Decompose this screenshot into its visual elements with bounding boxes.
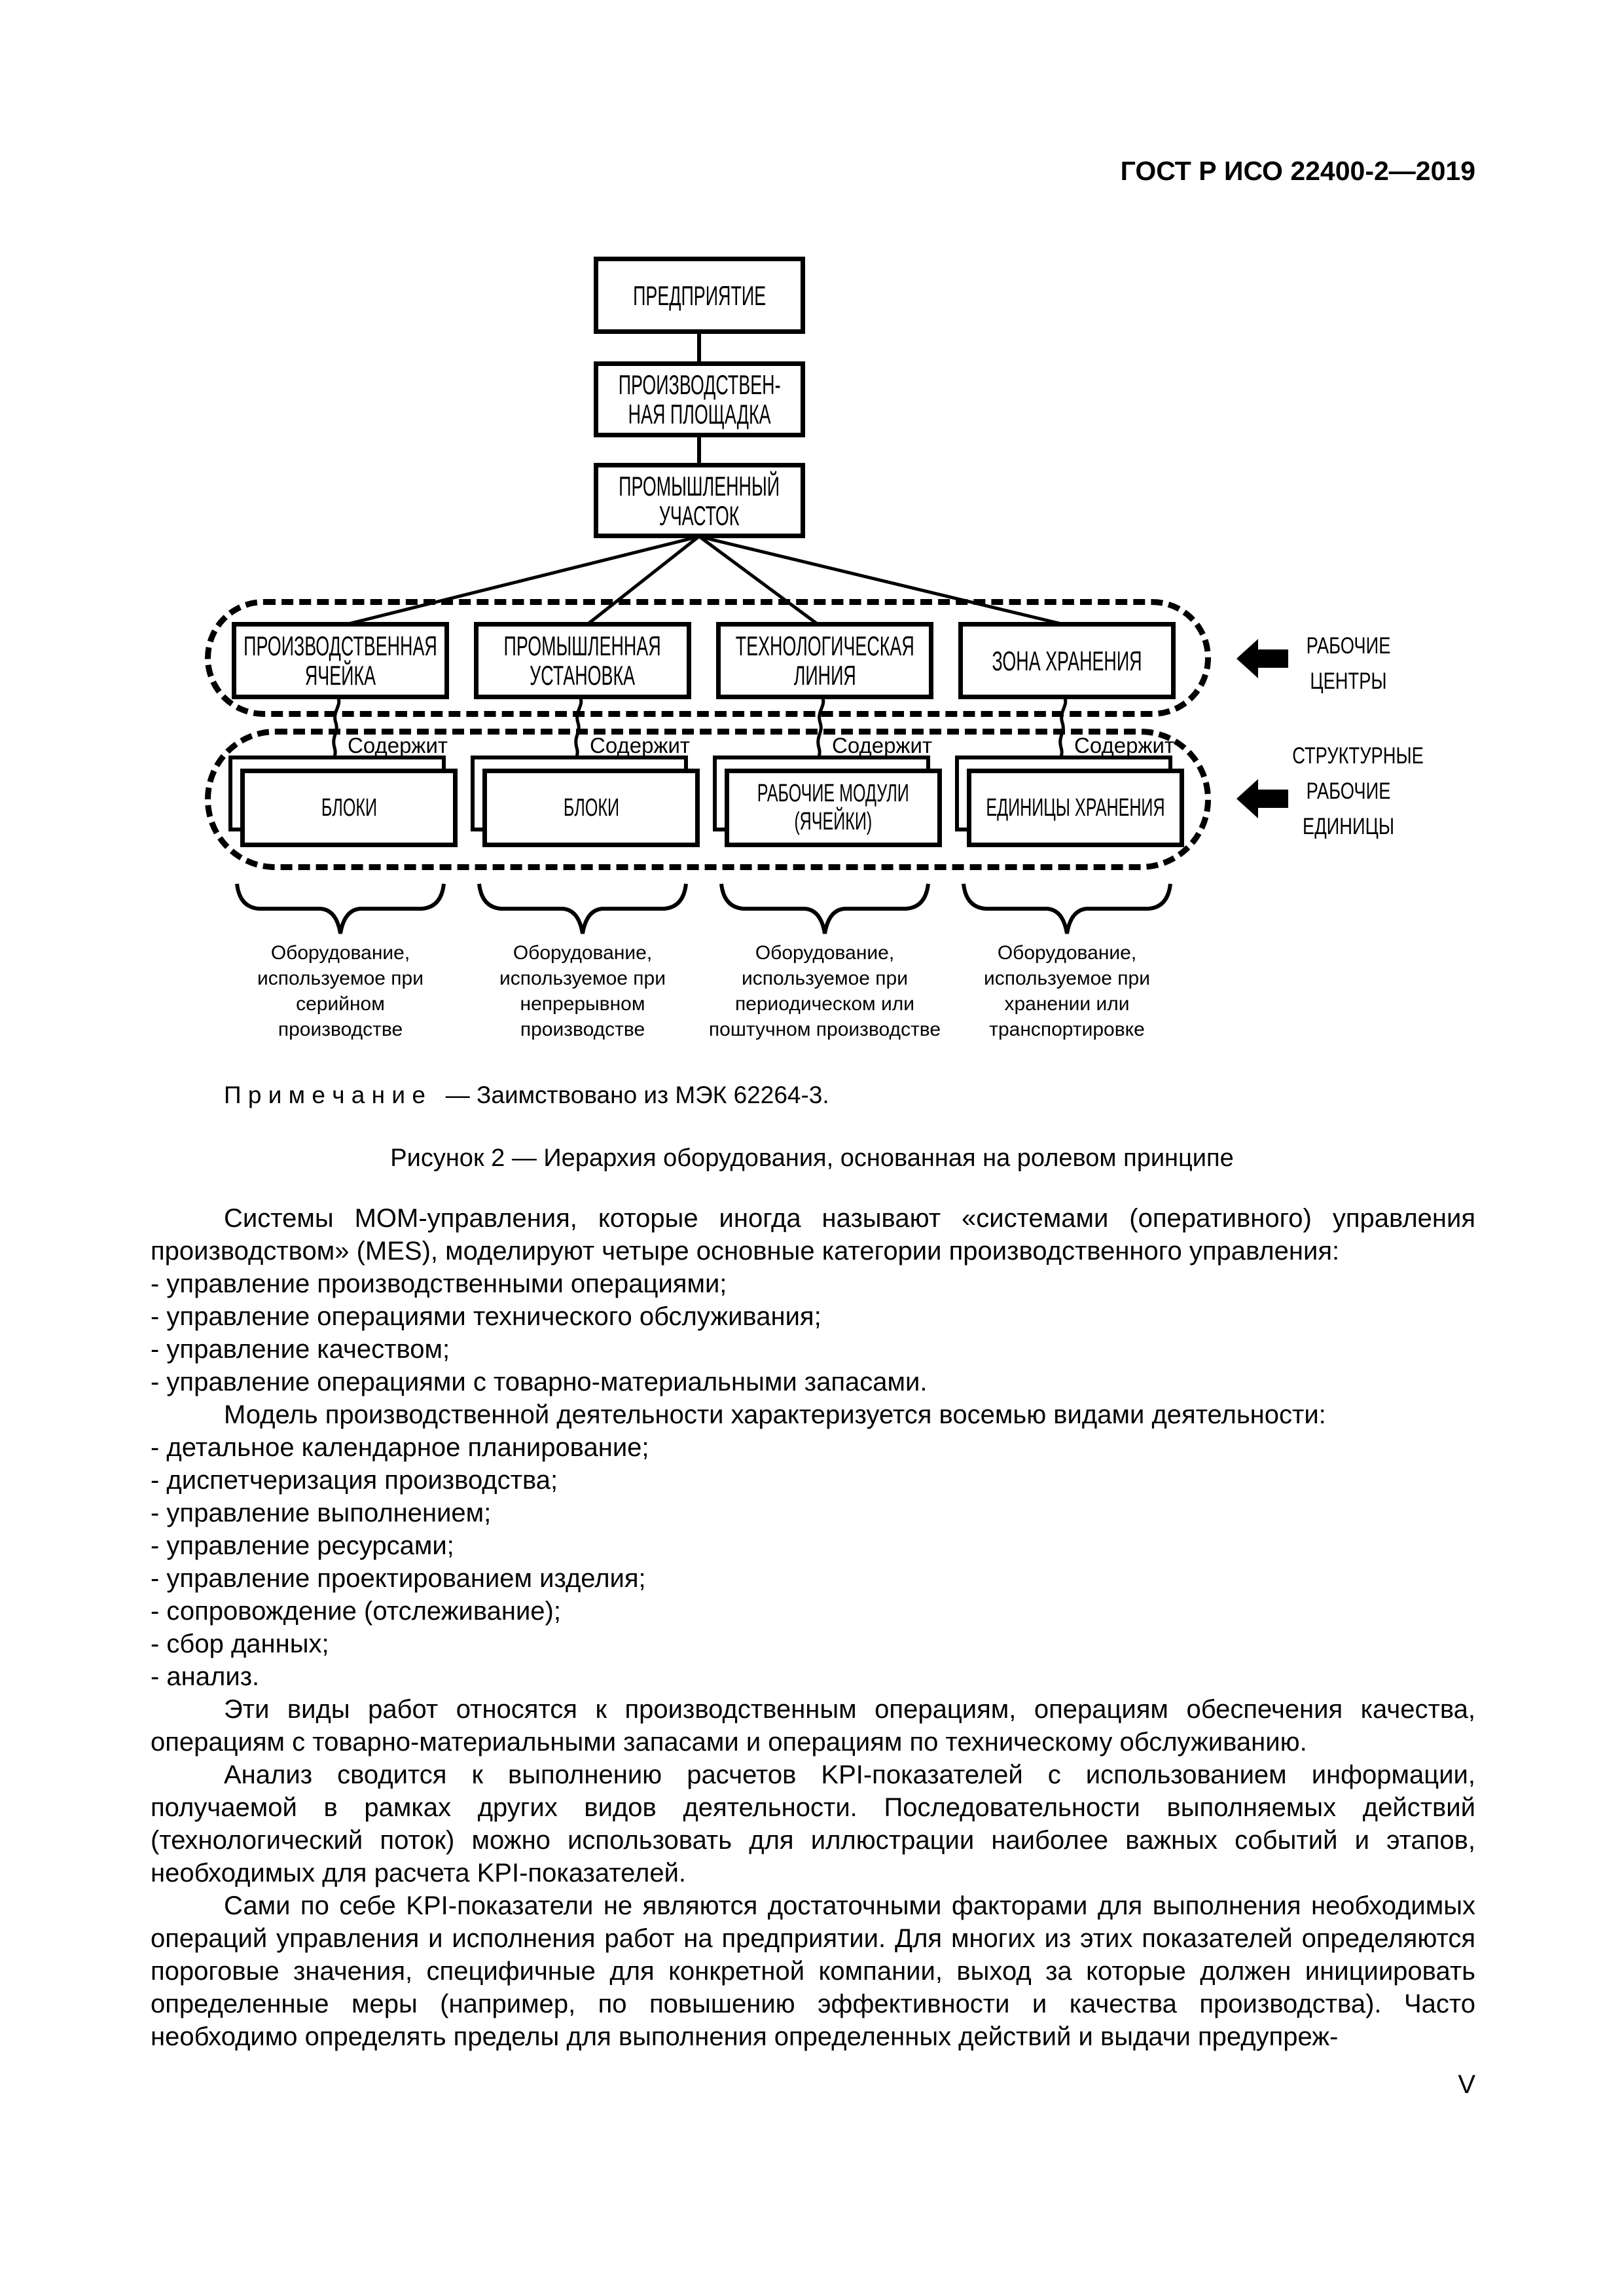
- storage-units-box: ЕДИНИЦЫ ХРАНЕНИЯ: [967, 769, 1184, 847]
- work-modules-box-label: РАБОЧИЕ МОДУЛИ (ЯЧЕЙКИ): [757, 780, 910, 835]
- contains-label-2: Содержит: [590, 733, 691, 757]
- list-item: - диспетчеризация производства;: [151, 1466, 558, 1495]
- list-item: - сопровождение (отслеживание);: [151, 1597, 561, 1626]
- units-box-1: БЛОКИ: [240, 769, 458, 847]
- figure-2-diagram: ПРЕДПРИЯТИЕ ПРОИЗВОДСТВЕН- НАЯ ПЛОЩАДКА …: [205, 257, 1424, 1172]
- list-item: - управление операциями с товарно-матери…: [151, 1368, 928, 1396]
- production-site-box: ПРОИЗВОДСТВЕН- НАЯ ПЛОЩАДКА: [594, 361, 805, 437]
- work-centers-group-outline: [205, 599, 1211, 717]
- list-item: - управление качеством;: [151, 1335, 450, 1364]
- list-item: - управление проектированием изделия;: [151, 1564, 646, 1593]
- side-label-structural-work-units: СТРУКТУРНЫЕ РАБОЧИЕ ЕДИНИЦЫ: [1292, 743, 1424, 839]
- industrial-unit-box-label: ПРОМЫШЛЕННАЯ УСТАНОВКА: [503, 630, 662, 691]
- enterprise-box-label: ПРЕДПРИЯТИЕ: [632, 280, 767, 311]
- list-item: - анализ.: [151, 1662, 260, 1691]
- left-arrow-icons: [1236, 639, 1288, 818]
- body-paragraph: Анализ сводится к выполнению расчетов KP…: [151, 1760, 1475, 1887]
- storage-units-box-label: ЕДИНИЦЫ ХРАНЕНИЯ: [986, 793, 1165, 822]
- industrial-unit-box: ПРОМЫШЛЕННАЯ УСТАНОВКА: [474, 622, 691, 699]
- units-box-2: БЛОКИ: [482, 769, 700, 847]
- equipment-note-storage: Оборудование, используемое при хранении …: [984, 942, 1150, 1040]
- contains-label-3: Содержит: [832, 733, 933, 757]
- list-item: - управление производственными операциям…: [151, 1269, 727, 1298]
- figure-caption: Рисунок 2 — Иерархия оборудования, основ…: [390, 1144, 1234, 1172]
- industrial-area-box-label: ПРОМЫШЛЕННЫЙ УЧАСТОК: [619, 470, 780, 531]
- production-cell-box: ПРОИЗВОДСТВЕННАЯ ЯЧЕЙКА: [232, 622, 449, 699]
- body-paragraph: Эти виды работ относятся к производствен…: [151, 1695, 1475, 1757]
- work-units-arrow-icon: [1236, 779, 1288, 818]
- figure-note: П р и м е ч а н и е — Заимствовано из МЭ…: [224, 1082, 829, 1108]
- list-item: - управление операциями технического обс…: [151, 1302, 821, 1331]
- enterprise-box: ПРЕДПРИЯТИЕ: [594, 257, 805, 334]
- standard-designation: ГОСТ Р ИСО 22400-2—2019: [1120, 156, 1475, 186]
- body-paragraph: Системы MOM-управления, которые иногда н…: [151, 1204, 1475, 1266]
- list-item: - управление выполнением;: [151, 1499, 492, 1527]
- production-site-box-label: ПРОИЗВОДСТВЕН- НАЯ ПЛОЩАДКА: [618, 369, 781, 429]
- units-box-2-label: БЛОКИ: [563, 793, 619, 822]
- storage-zone-box: ЗОНА ХРАНЕНИЯ: [958, 622, 1176, 699]
- equipment-note-batch: Оборудование, используемое при периодиче…: [708, 942, 941, 1040]
- body-paragraph: Сами по себе KPI-показатели не являются …: [151, 1891, 1475, 2051]
- industrial-area-box: ПРОМЫШЛЕННЫЙ УЧАСТОК: [594, 463, 805, 538]
- work-modules-box: РАБОЧИЕ МОДУЛИ (ЯЧЕЙКИ): [725, 769, 942, 847]
- underbraces: [235, 883, 1172, 934]
- storage-zone-box-label: ЗОНА ХРАНЕНИЯ: [992, 645, 1142, 676]
- process-line-box-label: ТЕХНОЛОГИЧЕСКАЯ ЛИНИЯ: [735, 630, 914, 691]
- page-number: V: [1458, 2070, 1475, 2099]
- equipment-note-continuous: Оборудование, используемое при непрерывн…: [499, 942, 666, 1040]
- production-cell-box-label: ПРОИЗВОДСТВЕННАЯ ЯЧЕЙКА: [244, 630, 437, 691]
- list-item: - сбор данных;: [151, 1630, 329, 1658]
- side-label-work-centers: РАБОЧИЕ ЦЕНТРЫ: [1306, 633, 1391, 694]
- contains-label-1: Содержит: [348, 733, 448, 757]
- work-centers-arrow-icon: [1236, 639, 1288, 678]
- process-line-box: ТЕХНОЛОГИЧЕСКАЯ ЛИНИЯ: [716, 622, 933, 699]
- list-item: - детальное календарное планирование;: [151, 1433, 649, 1462]
- body-paragraph: Модель производственной деятельности хар…: [224, 1400, 1326, 1429]
- work-units-group-outline: [205, 729, 1211, 870]
- contains-label-4: Содержит: [1074, 733, 1175, 757]
- equipment-note-serial: Оборудование, используемое при серийном …: [257, 942, 424, 1040]
- fanout-lines: [345, 535, 1065, 627]
- list-item: - управление ресурсами;: [151, 1531, 454, 1560]
- body-text: Системы MOM-управления, которые иногда н…: [151, 1202, 1475, 2053]
- units-box-1-label: БЛОКИ: [321, 793, 377, 822]
